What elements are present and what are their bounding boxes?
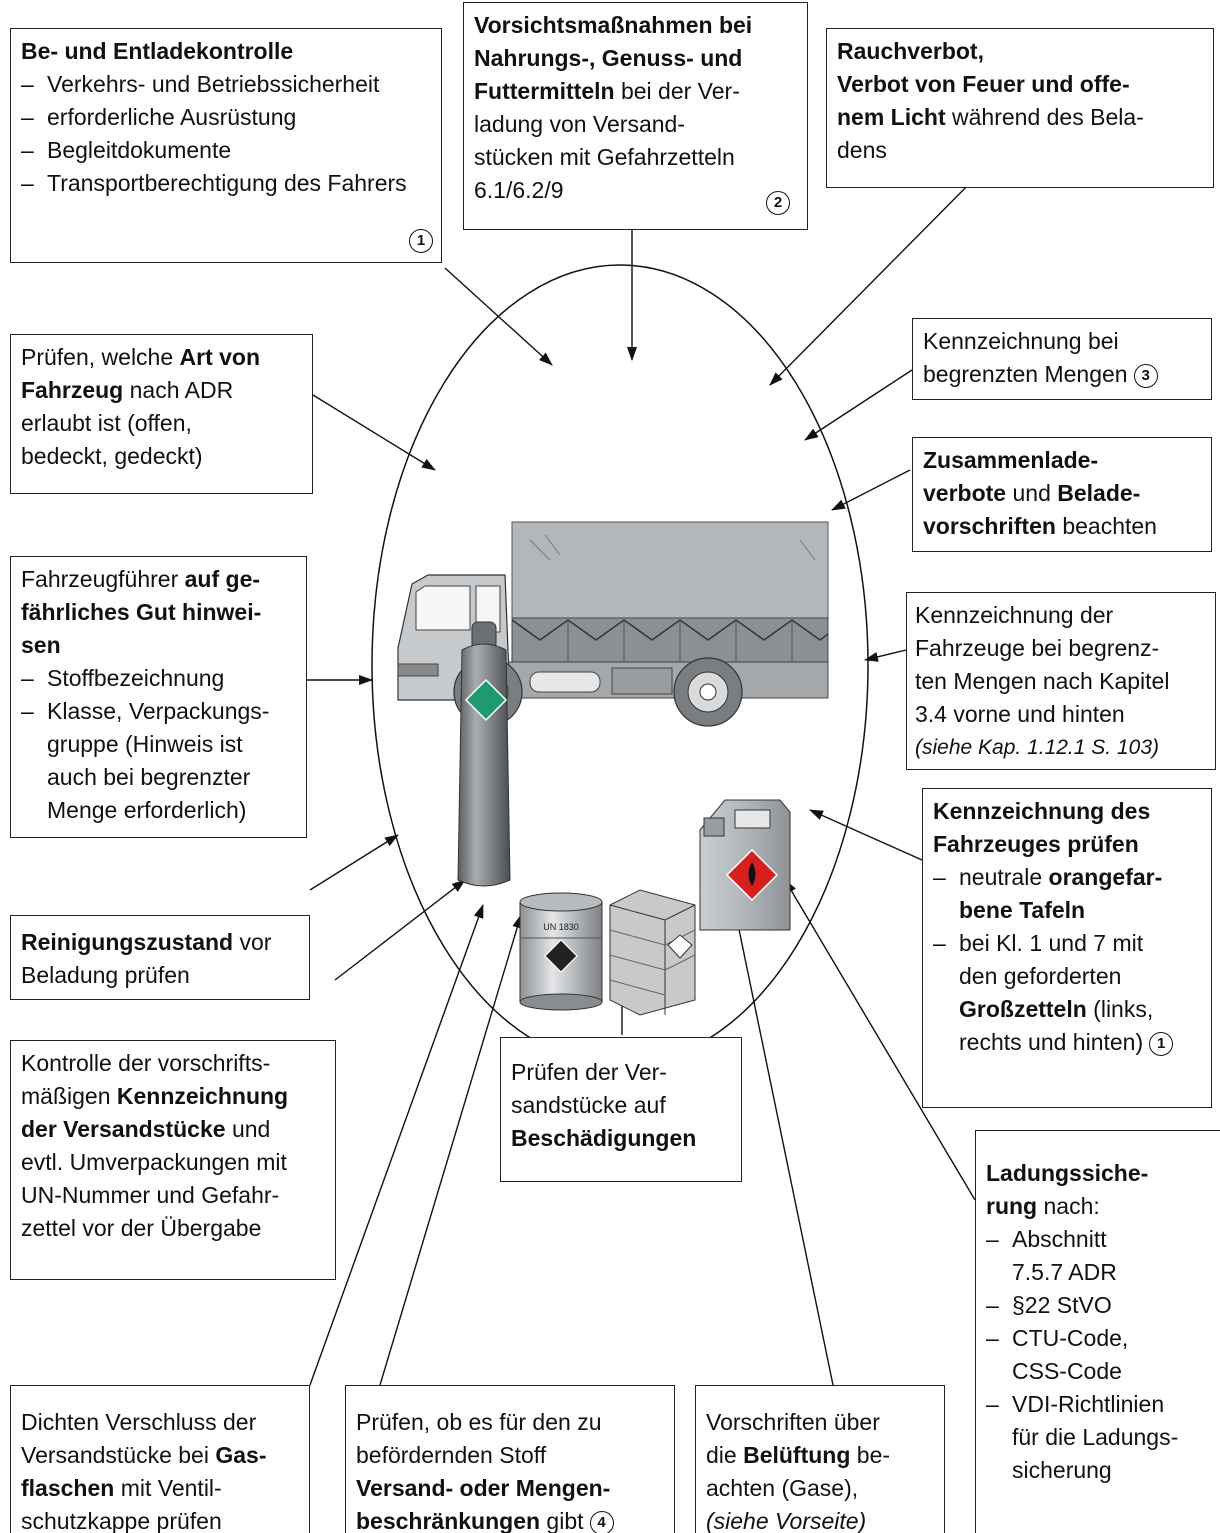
arrow-13	[784, 879, 976, 1201]
list-item: Transportberechtigung des Fahrers	[21, 167, 431, 200]
list-item: Abschnitt	[986, 1223, 1210, 1256]
arrow-11	[334, 879, 466, 981]
box-food-precautions: Vorsichtsmaßnahmen bei Nahrungs-, Genuss…	[463, 2, 808, 230]
drum-label: UN 1830	[543, 922, 579, 932]
reference-number: 2	[766, 191, 790, 215]
drum-illustration: UN 1830	[519, 892, 603, 1011]
list-item: gruppe (Hinweis ist	[47, 731, 243, 757]
arrows	[305, 167, 986, 1386]
arrow-9	[809, 809, 923, 861]
box-package-marking: Kontrolle der vorschrifts- mäßigen Kennz…	[10, 1040, 336, 1280]
box-vehicle-marking-check: Kennzeichnung des Fahrzeuges prüfen neut…	[922, 788, 1212, 1108]
box-vehicle-marking-limited: Kennzeichnung der Fahrzeuge bei begrenz-…	[906, 592, 1216, 770]
reference-number: 1	[409, 229, 433, 253]
arrow-6	[831, 469, 911, 511]
list-item: VDI-Richtlinien	[986, 1388, 1210, 1421]
arrow-3	[769, 167, 986, 386]
list-item: Klasse, Verpackungs-	[21, 695, 296, 728]
gas-cylinder-illustration	[457, 621, 511, 887]
box-vehicle-type: Prüfen, welche Art von Fahrzeug nach ADR…	[10, 334, 313, 494]
list-item: CSS-Code	[1012, 1358, 1122, 1384]
box-loading-unloading-control: Be- und Entladekontrolle Verkehrs- und B…	[10, 28, 442, 263]
list-item: Stoffbezeichnung	[21, 662, 296, 695]
reference-number: 3	[1133, 363, 1158, 388]
truck-wheel-rear	[673, 657, 743, 727]
arrow-5	[804, 369, 913, 441]
box-driver-notice: Fahrzeugführer auf ge- fährliches Gut hi…	[10, 556, 307, 838]
box-mixed-loading: Zusammenlade- verbote und Belade- vorsch…	[912, 437, 1212, 552]
arrow-4	[312, 394, 436, 471]
box-load-securing: Ladungssiche- rung nach: Abschnitt 7.5.7…	[975, 1130, 1220, 1533]
truck-tarp	[511, 521, 829, 633]
box-ventilation: Vorschriften über die Belüftung be- acht…	[695, 1385, 945, 1533]
arrow-8	[864, 649, 907, 662]
crate-illustration	[609, 889, 696, 1016]
box-cleaning-state: Reinigungszustand vor Beladung prüfen	[10, 915, 310, 1000]
list-item: sicherung	[1012, 1457, 1112, 1483]
box-smoking-ban: Rauchverbot, Verbot von Feuer und offe- …	[826, 28, 1214, 188]
list-item: §22 StVO	[986, 1289, 1210, 1322]
list-item: Menge erforderlich)	[47, 797, 247, 823]
box-shipping-restrictions: Prüfen, ob es für den zu befördernden St…	[345, 1385, 675, 1533]
arrow-14	[309, 904, 484, 1386]
list-item: auch bei begrenzter	[47, 764, 251, 790]
list-item: Verkehrs- und Betriebssicherheit	[21, 68, 431, 101]
arrow-10	[309, 834, 399, 891]
list-item: erforderliche Ausrüstung	[21, 101, 431, 134]
jerrycan-illustration	[699, 799, 791, 931]
reference-number: 1	[1149, 1031, 1174, 1056]
arrow-16	[732, 909, 834, 1386]
arrow-1	[444, 267, 553, 366]
list-item: für die Ladungs-	[1012, 1424, 1179, 1450]
box-damage-check: Prüfen der Ver- sandstücke auf Beschädig…	[500, 1037, 742, 1182]
list-item: 7.5.7 ADR	[1012, 1259, 1117, 1285]
arrow-15	[379, 914, 523, 1386]
list-item: Begleitdokumente	[21, 134, 431, 167]
reference-number: 4	[589, 1510, 614, 1533]
box-gas-cylinder-seal: Dichten Verschluss der Versandstücke bei…	[10, 1385, 310, 1533]
list-item: CTU-Code,	[986, 1322, 1210, 1355]
